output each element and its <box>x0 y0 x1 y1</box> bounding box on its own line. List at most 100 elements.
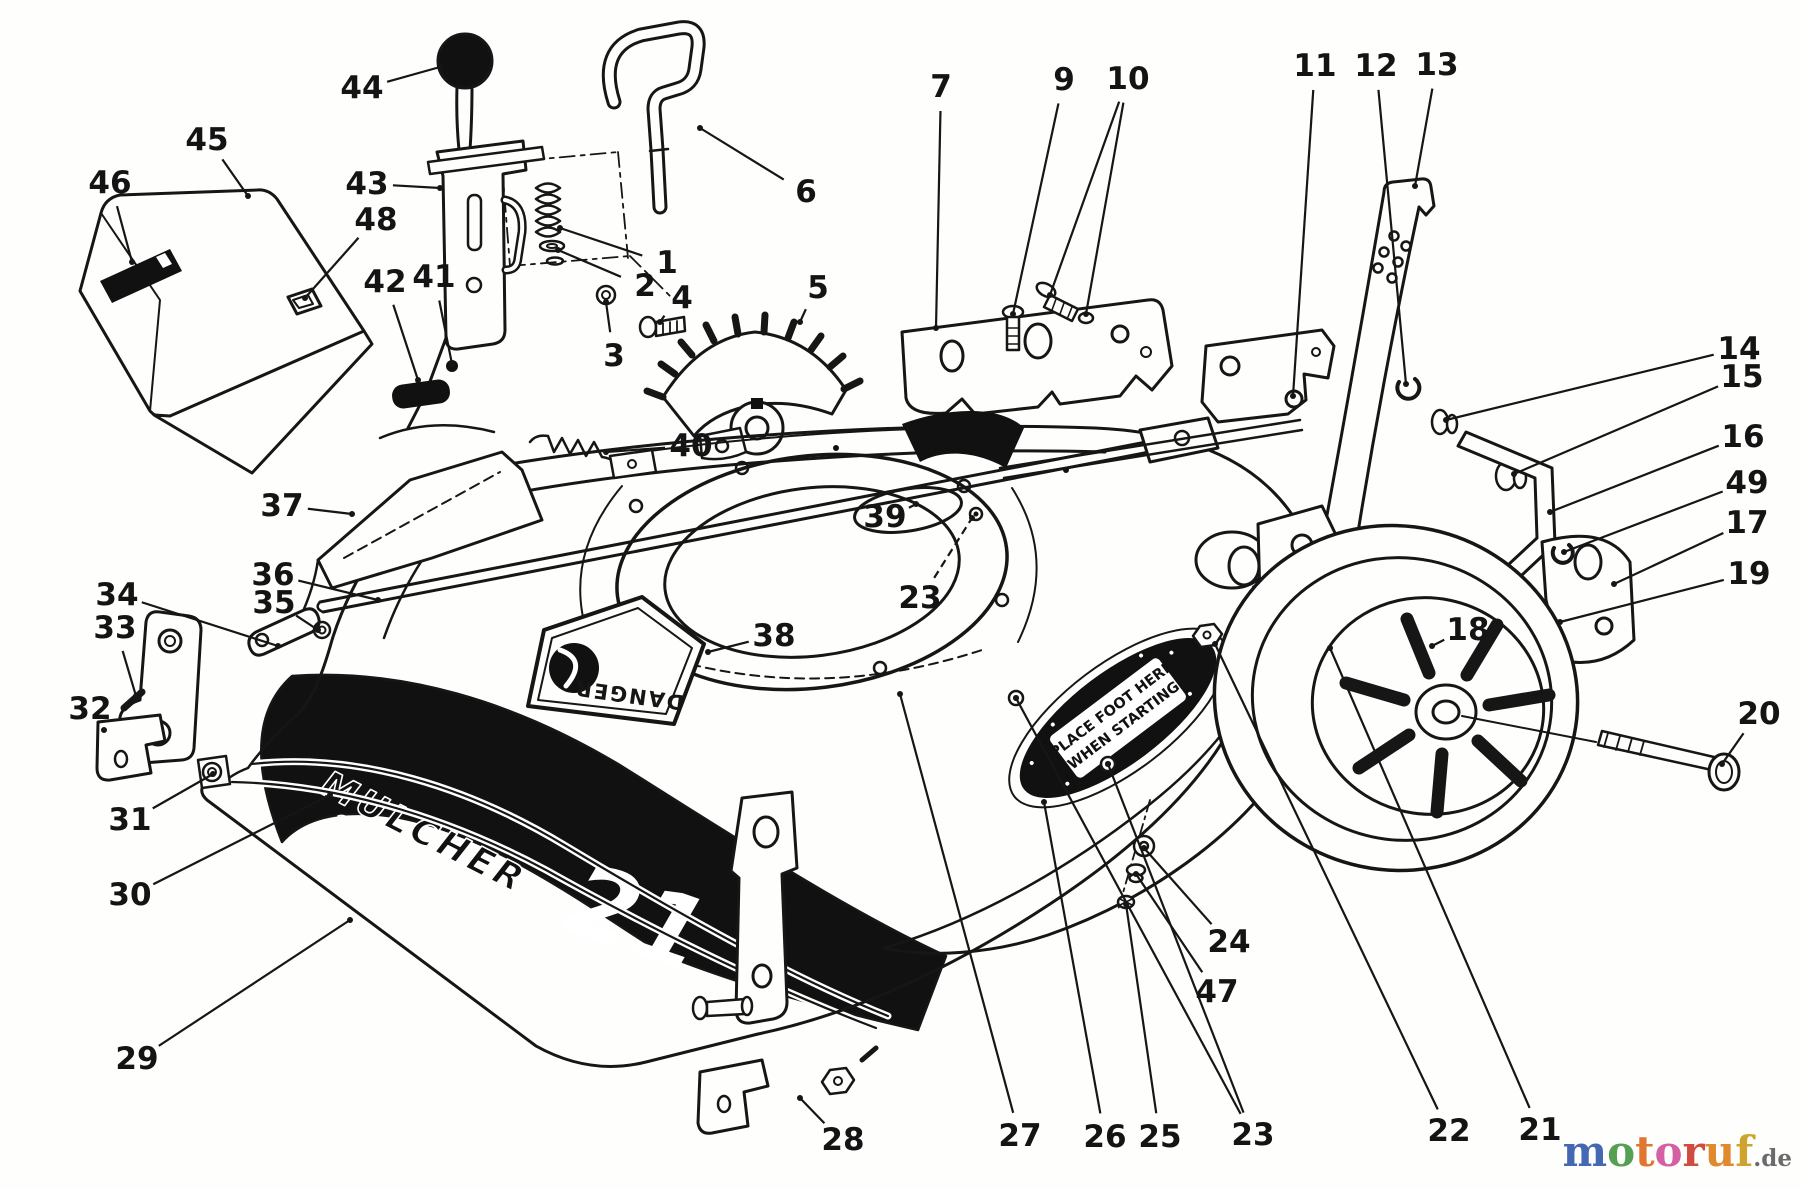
leader-line <box>298 579 379 602</box>
carriage-bolts-9-10 <box>1001 281 1095 352</box>
leader-dot <box>797 1095 803 1101</box>
part-number-label: 5 <box>807 270 829 306</box>
part-number-label: 4 <box>671 280 693 316</box>
part-number-label: 38 <box>752 618 795 654</box>
leader-dot <box>555 247 561 253</box>
leader-dot <box>1511 471 1517 477</box>
mower-deck: MULCHER 21 <box>95 416 1328 1135</box>
leader-dot <box>275 643 281 649</box>
leader-dot <box>1561 549 1567 555</box>
part-number-label: 35 <box>252 585 295 621</box>
baffle-37 <box>316 450 544 590</box>
leader-line <box>386 65 441 83</box>
callout-9: 9 <box>1010 62 1075 317</box>
leader-line <box>1015 697 1242 1115</box>
callout-39: 39 <box>863 499 919 535</box>
part-number-label: 1 <box>656 245 678 281</box>
leader-line <box>1124 903 1158 1114</box>
callout-23: 23 <box>1013 695 1275 1153</box>
leader-line <box>141 601 279 648</box>
callout-27: 27 <box>897 691 1042 1154</box>
leader-dot <box>133 693 139 699</box>
leader-line <box>121 650 138 697</box>
leader-dot <box>1047 292 1053 298</box>
part-number-label: 37 <box>260 488 303 524</box>
part-number-label: 13 <box>1415 47 1458 83</box>
part-number-label: 22 <box>1427 1113 1470 1149</box>
part-number-label: 16 <box>1721 419 1764 455</box>
leader-dot <box>1123 901 1129 907</box>
part-number-label: 10 <box>1106 61 1149 97</box>
discharge-cover <box>78 188 374 475</box>
leader-dot <box>1083 311 1089 317</box>
part-number-label: 27 <box>998 1118 1041 1154</box>
pivot-31 <box>201 761 223 783</box>
leader-dot <box>1133 871 1139 877</box>
foot-decal: PLACE FOOT HERE WHEN STARTING <box>1008 627 1228 809</box>
leader-dot <box>913 501 919 507</box>
leader-dot <box>603 449 609 455</box>
part-number-label: 33 <box>93 610 136 646</box>
leader-dot <box>437 64 443 70</box>
callout-24: 24 <box>1141 845 1251 960</box>
callout-7: 7 <box>930 69 952 331</box>
part-number-label: 20 <box>1737 696 1780 732</box>
leader-line <box>1377 89 1408 385</box>
part-number-label: 48 <box>354 202 397 238</box>
leader-line <box>557 248 622 278</box>
leader-line <box>933 517 973 579</box>
leader-dot <box>1327 645 1333 651</box>
callout-32: 32 <box>68 691 112 733</box>
leader-line <box>1721 732 1745 765</box>
callout-10: 10 <box>1047 61 1150 317</box>
starter-handle <box>601 20 706 215</box>
part-number-label: 24 <box>1207 924 1250 960</box>
leader-line <box>115 205 134 263</box>
leader-line <box>1563 490 1724 554</box>
callout-1: 1 <box>557 225 678 281</box>
mounting-bracket-7 <box>900 298 1174 416</box>
leader-dot <box>1212 641 1218 647</box>
part-number-label: 6 <box>795 174 817 210</box>
spring-1 <box>534 182 562 238</box>
part-number-label: 19 <box>1727 556 1770 592</box>
leader-dot <box>897 691 903 697</box>
leader-dot <box>415 377 421 383</box>
callout-40: 40 <box>603 428 713 464</box>
callout-37: 37 <box>260 488 355 524</box>
leader-line <box>898 693 1015 1114</box>
part-number-label: 42 <box>363 264 406 300</box>
leader-dot <box>129 259 135 265</box>
callout-5: 5 <box>797 270 829 325</box>
callout-46: 46 <box>88 165 135 265</box>
part-number-label: 31 <box>108 802 151 838</box>
callout-48: 48 <box>302 202 398 301</box>
callout-36: 36 <box>251 557 381 603</box>
leader-line <box>307 507 353 516</box>
part-number-label: 36 <box>251 557 294 593</box>
leader-line <box>1328 647 1531 1109</box>
leader-line <box>152 773 214 810</box>
callout-47: 47 <box>1133 871 1239 1010</box>
knob-bracket-assembly <box>378 32 687 440</box>
leader-line <box>699 127 785 181</box>
danger-decal: DANGER <box>526 595 706 726</box>
part-number-label: 34 <box>95 577 138 613</box>
leader-dot <box>1010 311 1016 317</box>
leader-line <box>158 919 351 1047</box>
leader-line <box>295 614 319 631</box>
leader-line <box>1106 763 1245 1114</box>
leader-dot <box>437 185 443 191</box>
callout-6: 6 <box>697 125 817 210</box>
leader-dot <box>1611 581 1617 587</box>
leader-line <box>1135 873 1204 973</box>
leader-line <box>604 301 612 333</box>
slotted-bar-13 <box>1316 177 1436 572</box>
part-number-label: 28 <box>821 1122 864 1158</box>
leader-line <box>1084 102 1125 315</box>
bolt-4 <box>638 315 658 339</box>
callout-31: 31 <box>108 771 216 838</box>
leader-dot <box>603 299 609 305</box>
pin-33 <box>120 688 146 712</box>
